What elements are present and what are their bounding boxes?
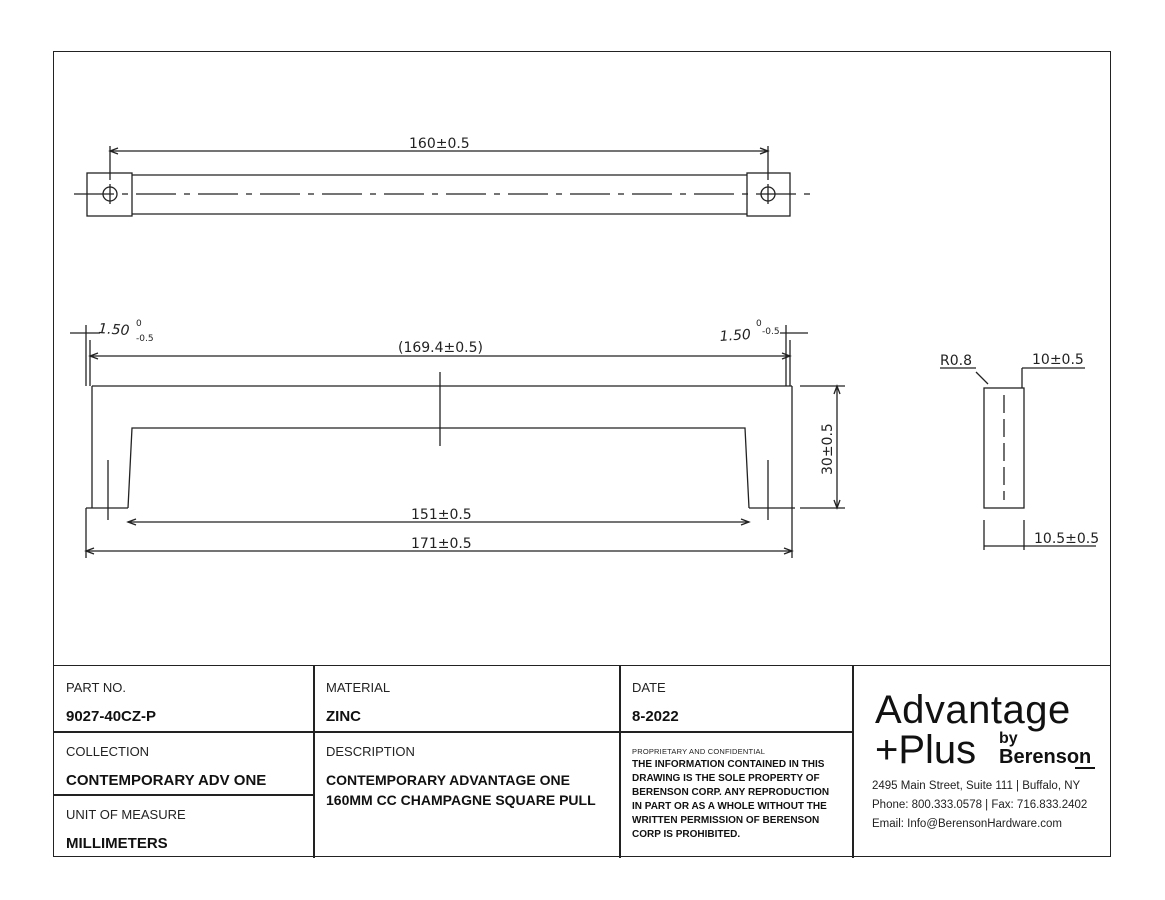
company-email: Email: Info@BerensonHardware.com (872, 818, 1063, 830)
dim-left-offset: 1.50 (98, 321, 130, 339)
confidential-line: CORP IS PROHIBITED. (632, 829, 741, 840)
dim-right-offset: 1.50 (719, 327, 751, 345)
collection-label: COLLECTION (66, 744, 150, 759)
material-label: MATERIAL (326, 680, 391, 695)
part-no-value: 9027-40CZ-P (66, 708, 157, 725)
description-label: DESCRIPTION (326, 744, 415, 759)
title-block: PART NO. 9027-40CZ-P MATERIAL ZINC DATE … (53, 665, 1111, 858)
dim-inner-length: 151±0.5 (411, 507, 472, 523)
material-value: ZINC (326, 708, 361, 725)
confidential-text: THE INFORMATION CONTAINED IN THIS DRAWIN… (632, 758, 847, 842)
drawing-sheet (53, 51, 1111, 857)
description-line-2: 160MM CC CHAMPAGNE SQUARE PULL (326, 792, 596, 808)
confidential-line: IN PART OR AS A WHOLE WITHOUT THE (632, 801, 827, 812)
brand-by: by (999, 730, 1018, 747)
unit-label: UNIT OF MEASURE (66, 807, 186, 822)
dim-right-tol-lower: -0.5 (762, 327, 780, 337)
confidential-line: BERENSON CORP. ANY REPRODUCTION (632, 787, 830, 798)
part-no-label: PART NO. (66, 680, 126, 695)
side-view (940, 367, 1096, 550)
dim-overall-span: (169.4±0.5) (398, 340, 483, 356)
description-line-1: CONTEMPORARY ADVANTAGE ONE (326, 772, 570, 788)
dim-left-tol-upper: 0 (136, 319, 142, 329)
top-view (74, 146, 810, 217)
brand-line-2: +Plus (875, 728, 977, 772)
date-label: DATE (632, 680, 666, 695)
brand-line-1: Advantage (875, 688, 1071, 732)
brand-company: Berenson (999, 746, 1092, 768)
technical-drawing: 160±0.5 1.50 0 -0.5 1.50 0 -0.5 (169.4±0… (70, 136, 1099, 558)
dim-top-length: 160±0.5 (409, 136, 470, 152)
confidential-line: THE INFORMATION CONTAINED IN THIS (632, 759, 825, 770)
dim-radius: R0.8 (940, 353, 972, 369)
dim-height: 30±0.5 (820, 423, 836, 475)
date-value: 8-2022 (632, 708, 679, 725)
dim-right-tol-upper: 0 (756, 319, 762, 329)
dim-left-tol-lower: -0.5 (136, 334, 154, 344)
dim-profile-depth: 10.5±0.5 (1034, 531, 1099, 547)
confidential-line: DRAWING IS THE SOLE PROPERTY OF (632, 773, 820, 784)
company-address: 2495 Main Street, Suite 111 | Buffalo, N… (872, 780, 1081, 792)
brand-underline (1075, 767, 1095, 769)
confidential-title: PROPRIETARY AND CONFIDENTIAL (632, 747, 766, 756)
company-phone: Phone: 800.333.0578 | Fax: 716.833.2402 (872, 799, 1088, 811)
dim-profile-width: 10±0.5 (1032, 352, 1084, 368)
confidential-line: WRITTEN PERMISSION OF BERENSON (632, 815, 820, 826)
unit-value: MILLIMETERS (66, 835, 168, 852)
dim-overall-length: 171±0.5 (411, 536, 472, 552)
front-view (70, 325, 845, 558)
collection-value: CONTEMPORARY ADV ONE (66, 772, 267, 789)
